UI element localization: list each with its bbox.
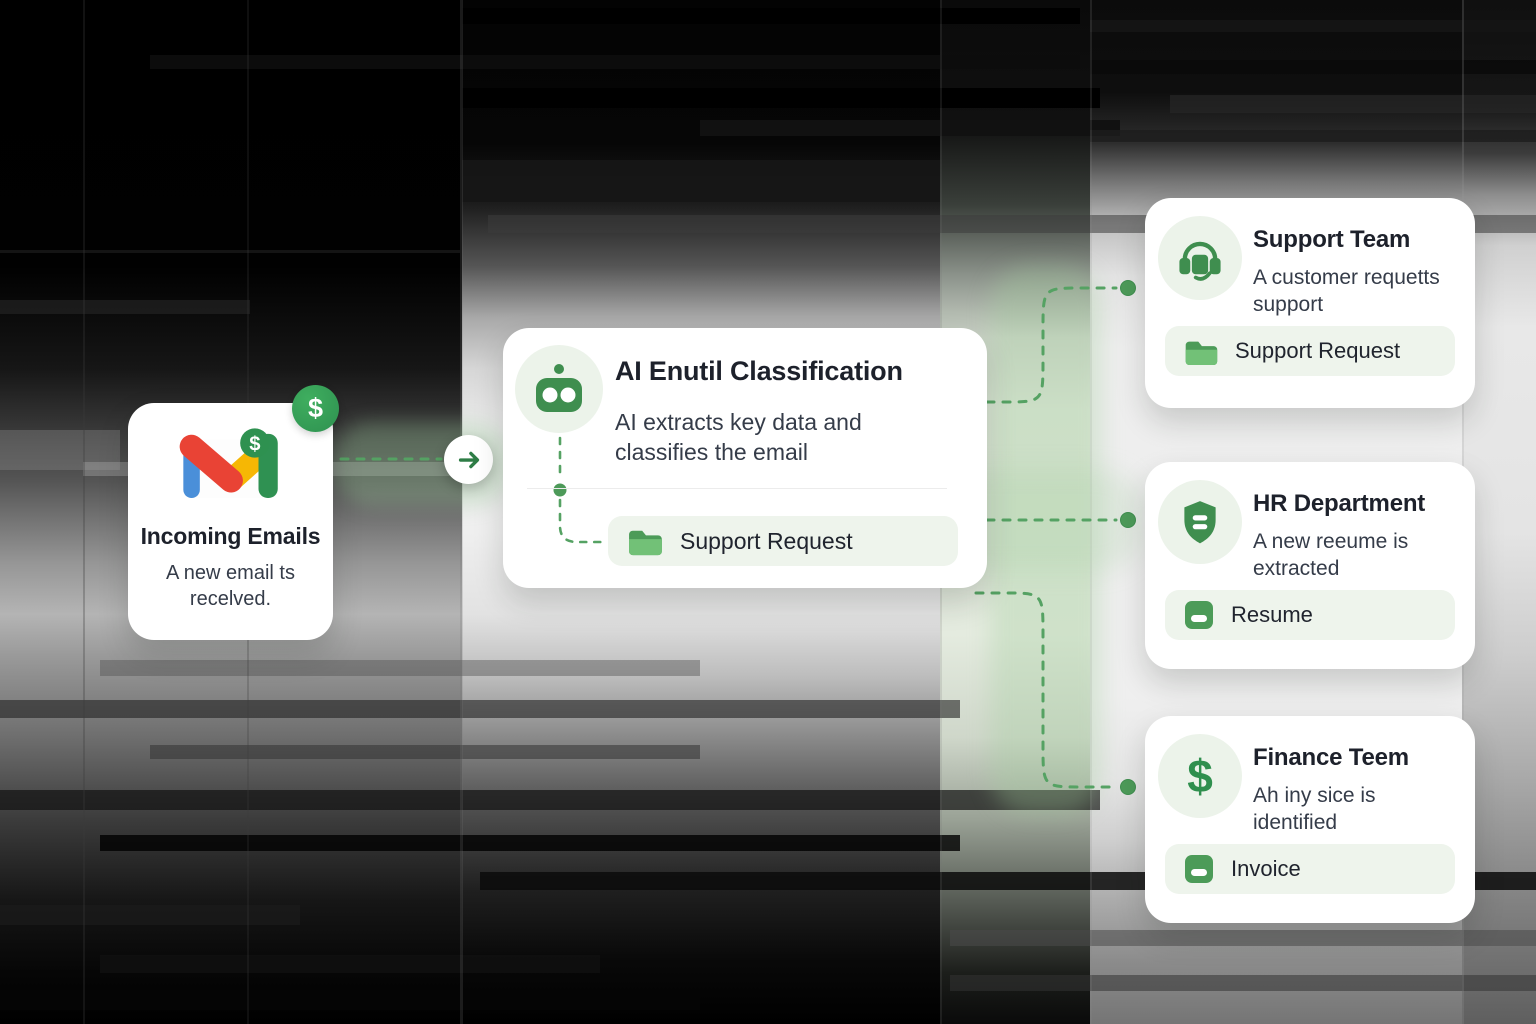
glitch-bar xyxy=(1090,130,1536,142)
glitch-bar xyxy=(0,430,120,470)
dollar-badge-glyph: $ xyxy=(307,393,324,423)
glitch-bar xyxy=(0,905,300,925)
glitch-bar xyxy=(460,0,463,1024)
glitch-bar xyxy=(0,300,250,314)
glitch-bar xyxy=(100,835,960,851)
incoming-title: Incoming Emails xyxy=(140,523,321,549)
support-request-chip: Support Request xyxy=(1165,326,1455,376)
folder-icon xyxy=(629,530,662,556)
glitch-bar xyxy=(100,955,600,973)
shield-icon xyxy=(1158,480,1242,564)
divider xyxy=(527,488,947,489)
arrow-right-icon xyxy=(458,451,479,468)
support-request-chip: Support Request xyxy=(608,516,958,566)
glitch-bar xyxy=(60,8,1080,24)
glitch-bar xyxy=(700,120,1120,136)
connector-ai-to-support xyxy=(985,286,1118,404)
glitch-bar xyxy=(100,660,700,676)
glitch-bar xyxy=(150,745,700,759)
glitch-bar xyxy=(250,88,1100,108)
glitch-bar xyxy=(0,990,700,1010)
support-title: Support Team xyxy=(1253,226,1411,253)
support-team-node: Support Team A customer requetts support… xyxy=(1145,198,1475,408)
chip-label: Invoice xyxy=(1231,856,1301,881)
document-icon xyxy=(1185,855,1213,883)
mail-dollar-badge-icon xyxy=(240,428,270,458)
chip-label: Resume xyxy=(1231,602,1313,627)
connector-dot-hr xyxy=(1120,512,1136,528)
hr-department-node: HR Department A new reeume is extracted … xyxy=(1145,462,1475,669)
headset-icon xyxy=(1158,216,1242,300)
gmail-icon: $ xyxy=(176,419,286,511)
connector-dot-support xyxy=(1120,280,1136,296)
folder-icon xyxy=(1185,341,1218,365)
glitch-bar xyxy=(0,250,460,253)
ai-subtitle: AI extracts key data and classifies the … xyxy=(615,409,862,465)
robot-icon xyxy=(515,345,603,433)
glitch-bar xyxy=(1090,60,1536,74)
chip-label: Support Request xyxy=(1235,338,1401,363)
glitch-bar xyxy=(950,930,1536,946)
dollar-icon: $ xyxy=(1158,734,1242,818)
inner-branch-line xyxy=(553,436,605,544)
finance-subtitle: Ah iny sice is identified xyxy=(1253,784,1376,835)
glitch-bar xyxy=(150,55,1080,69)
finance-team-node: $ Finance Teem Ah iny sice is identified… xyxy=(1145,716,1475,923)
connector-ai-to-finance xyxy=(974,591,1118,789)
glitch-bar xyxy=(0,790,1100,810)
dollar-glyph: $ xyxy=(1187,750,1213,802)
glitch-bar xyxy=(950,975,1536,991)
support-subtitle: A customer requetts support xyxy=(1253,266,1440,317)
green-glow-middle xyxy=(990,266,1102,814)
finance-title: Finance Teem xyxy=(1253,744,1409,771)
glitch-bar xyxy=(1170,95,1536,113)
glitch-bar xyxy=(1090,20,1536,32)
hr-subtitle: A new reeume is extracted xyxy=(1253,530,1409,581)
glitch-bar xyxy=(462,160,940,202)
document-icon xyxy=(1185,601,1213,629)
chip-label: Support Request xyxy=(680,527,853,554)
incoming-subtitle: A new email ts recelved. xyxy=(166,562,295,610)
resume-chip: Resume xyxy=(1165,590,1455,640)
ai-classification-node: AI Enutil Classification AI extracts key… xyxy=(503,328,987,588)
invoice-chip: Invoice xyxy=(1165,844,1455,894)
glitch-bar xyxy=(83,0,85,1024)
glitch-bar xyxy=(1090,0,1092,1024)
glitch-bar xyxy=(0,700,960,718)
connector-dot-finance xyxy=(1120,779,1136,795)
hr-title: HR Department xyxy=(1253,490,1426,517)
ai-title: AI Enutil Classification xyxy=(615,356,903,386)
dollar-badge-icon: $ xyxy=(292,385,339,432)
svg-text:$: $ xyxy=(249,433,260,455)
incoming-emails-node: $ $ Incoming Emails A new email ts recel… xyxy=(128,385,339,640)
flow-arrow-node xyxy=(444,435,493,484)
